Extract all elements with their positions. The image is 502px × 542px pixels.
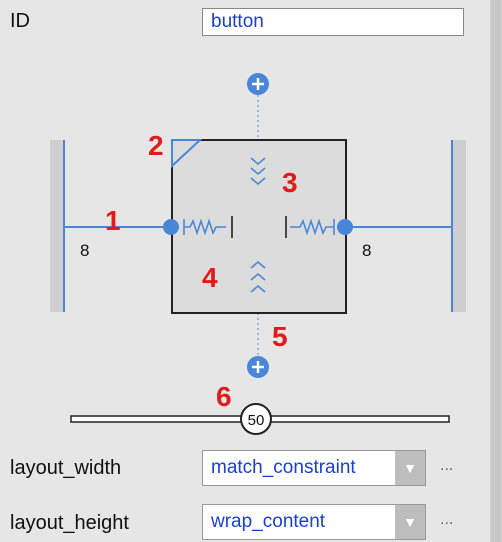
left-anchor-dot — [163, 219, 179, 235]
left-spring — [184, 218, 226, 236]
layout-height-label: layout_height — [10, 512, 129, 534]
right-margin-bar — [452, 140, 466, 312]
layout-width-value: match_constraint — [211, 457, 356, 478]
left-margin-bar — [50, 140, 64, 312]
annotation-1: 1 — [105, 205, 121, 236]
add-bottom-constraint-button[interactable] — [246, 355, 270, 379]
layout-width-more-button[interactable]: ... — [440, 457, 454, 474]
id-label: ID — [10, 10, 30, 32]
layout-width-select[interactable]: match_constraint ▼ — [202, 450, 426, 486]
right-spring — [290, 218, 334, 236]
annotation-4: 4 — [202, 262, 218, 293]
widget-box — [171, 139, 347, 314]
layout-height-value: wrap_content — [211, 511, 326, 532]
left-margin-value: 8 — [80, 241, 89, 260]
annotation-2: 2 — [148, 130, 164, 161]
id-input[interactable] — [202, 8, 464, 36]
chevron-down-icon[interactable]: ▼ — [395, 505, 425, 539]
bottom-wrap-chevrons-icon — [250, 260, 266, 293]
layout-width-label: layout_width — [10, 457, 122, 479]
right-margin-value: 8 — [362, 241, 371, 260]
annotation-5: 5 — [272, 321, 288, 352]
scrollbar-track[interactable] — [490, 0, 502, 542]
top-wrap-chevrons-icon — [250, 157, 266, 186]
add-top-constraint-button[interactable] — [246, 72, 270, 96]
layout-height-more-button[interactable]: ... — [440, 511, 454, 528]
scrollbar-thumb[interactable] — [491, 0, 501, 542]
aspect-ratio-corner — [171, 139, 203, 169]
bias-slider[interactable] — [71, 404, 449, 434]
chevron-down-icon[interactable]: ▼ — [395, 451, 425, 485]
right-anchor-dot — [337, 219, 353, 235]
annotation-3: 3 — [282, 167, 298, 198]
layout-height-select[interactable]: wrap_content ▼ — [202, 504, 426, 540]
